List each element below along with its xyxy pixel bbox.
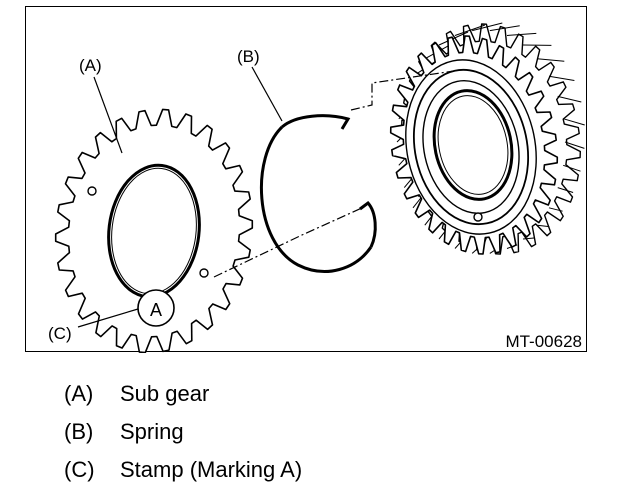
- alignment-line-bottom: [213, 206, 365, 278]
- gear-tooth-line: [557, 95, 582, 103]
- sub-gear-teeth: [54, 108, 254, 353]
- gear-tooth-line: [548, 207, 563, 212]
- figure-id: MT-00628: [505, 332, 582, 351]
- main-gear-hub-ring: [422, 80, 520, 214]
- callout-b: (B): [237, 47, 260, 66]
- main-gear: [389, 22, 585, 255]
- exploded-gear-diagram: A (A) (B) (C) MT-00628: [48, 22, 585, 353]
- gear-tooth-line: [563, 164, 581, 172]
- gear-tooth-line: [472, 22, 503, 32]
- leader-line-a: [93, 76, 123, 154]
- gear-tooth-line: [563, 118, 585, 126]
- gear-tooth-line: [489, 25, 520, 32]
- gear-tooth-line: [564, 141, 585, 149]
- leader-lines: [77, 66, 455, 328]
- legend-text: Stamp (Marking A): [120, 457, 303, 482]
- gear-tooth-line: [506, 32, 537, 36]
- gear-tooth-line: [537, 58, 565, 62]
- main-gear-face: [405, 59, 537, 235]
- diagram-frame: A (A) (B) (C) MT-00628: [25, 6, 587, 353]
- gear-tooth-line: [537, 224, 550, 228]
- sub-gear-hole: [87, 186, 97, 196]
- gear-tooth-line: [522, 237, 535, 240]
- callout-a: (A): [79, 56, 102, 75]
- stamp-letter: A: [150, 300, 162, 320]
- spring-end-top: [281, 114, 351, 130]
- alignment-line-top: [350, 70, 455, 111]
- leader-line-c: [77, 308, 139, 328]
- stamp-circle: [137, 289, 175, 327]
- legend-key: (C): [64, 457, 95, 482]
- leader-line-b: [251, 66, 283, 122]
- gear-tooth-line: [557, 187, 574, 193]
- legend-key: (A): [64, 381, 94, 406]
- legend-key: (B): [64, 419, 94, 444]
- gear-tooth-line: [454, 24, 485, 36]
- main-gear-bore: [432, 89, 514, 201]
- sub-gear-hole: [199, 268, 209, 278]
- spring-end-bottom: [359, 200, 377, 248]
- spring: [259, 114, 377, 273]
- legend-text: Spring: [120, 419, 184, 444]
- main-gear-hub-outer: [412, 68, 530, 226]
- gear-tooth-line: [548, 75, 575, 81]
- spring-arc: [259, 125, 373, 273]
- main-gear-bore-inner: [437, 95, 509, 195]
- callout-c: (C): [48, 324, 72, 343]
- main-gear-hole: [473, 212, 483, 222]
- legend-text: Sub gear: [120, 381, 210, 406]
